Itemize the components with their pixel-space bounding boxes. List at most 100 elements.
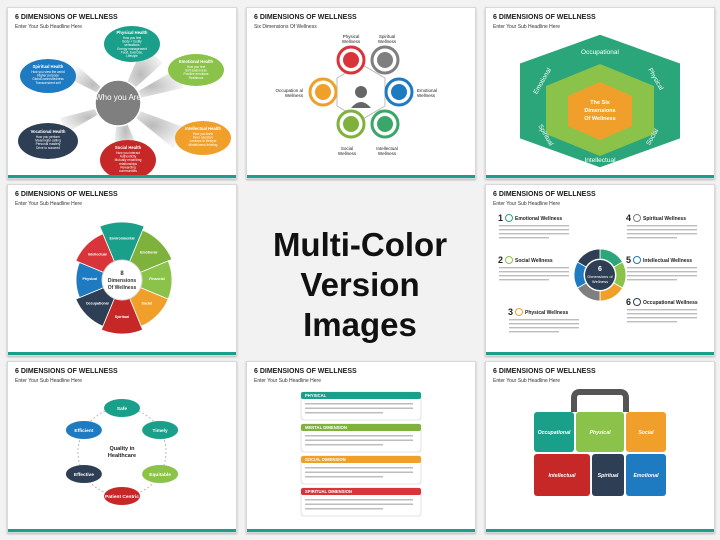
item-text-line: [499, 229, 569, 231]
item-text-line: [627, 233, 697, 235]
petal-line: communities: [119, 169, 137, 173]
petal-line: relationships: [119, 162, 137, 166]
hexagon-diagram: OccupationalPhysicalSocialIntellectualSp…: [520, 34, 680, 168]
wheel-segment: [100, 278, 144, 335]
wheel-segment-label: Emotional: [140, 250, 157, 254]
hex-center-line-3: Of Wellness: [584, 116, 615, 122]
slide-thumb-4[interactable]: 6 DIMENSIONS OF WELLNESS Enter Your Sub …: [7, 184, 237, 356]
item-text-line: [509, 327, 579, 329]
petal-line: How you view the world: [31, 70, 65, 74]
slide-sub-headline: Enter Your Sub Headline Here: [493, 201, 560, 207]
briefcase-cell: [576, 412, 624, 452]
slide-thumb-7[interactable]: 6 DIMENSIONS OF WELLNESS Enter Your Sub …: [246, 361, 476, 533]
briefcase-cell-label: Spiritual: [598, 473, 619, 479]
item-number: 1: [498, 213, 503, 223]
slide-thumb-2[interactable]: 6 DIMENSIONS OF WELLNESS Six Dimensions …: [246, 7, 476, 179]
wellness-node-label: Physical: [343, 34, 360, 39]
wellness-node-label: Wellness: [338, 151, 357, 156]
physical-health-petal: [104, 26, 160, 62]
vocational-health-petal: [18, 123, 78, 159]
slide-thumb-1[interactable]: 6 DIMENSIONS OF WELLNESS Enter Your Sub …: [7, 7, 237, 179]
wellness-node-icon: [315, 84, 331, 100]
slide-accent-bar: [247, 175, 475, 178]
slide-title: 6 DIMENSIONS OF WELLNESS: [493, 14, 596, 21]
petal-line: Food, Exercise,: [121, 50, 143, 54]
wellness-node-label: Social: [341, 146, 353, 151]
wellness-node-label: Occupation al: [275, 88, 303, 93]
petal-line: How you think: [193, 132, 213, 136]
slide-thumb-3[interactable]: 6 DIMENSIONS OF WELLNESS Enter Your Sub …: [485, 7, 715, 179]
item-icon: [515, 308, 523, 316]
slide-subtitle: Six Dimensions Of Wellness: [254, 24, 317, 30]
briefcase-cell: [592, 454, 624, 496]
dimension-card-header: [301, 488, 421, 495]
petal-title: Intellectual Health: [185, 126, 221, 131]
dimension-card-line: [305, 476, 383, 478]
wellness-node-icon: [343, 116, 359, 132]
item-text-line: [627, 321, 677, 323]
slide-thumb-6[interactable]: 6 DIMENSIONS OF WELLNESS Enter Your Sub …: [7, 361, 237, 533]
cycle-center-line-2: Healthcare: [108, 453, 136, 459]
item-icon: [505, 214, 513, 222]
banner-line-1: Multi-Color: [272, 226, 448, 263]
cycle-node: [142, 421, 179, 439]
dimension-card-line: [305, 435, 413, 437]
six-dimensions-ring: PhysicalWellnessSpiritualWellnessEmotion…: [275, 34, 437, 156]
slide-accent-bar: [486, 352, 714, 355]
petal-title: Social Health: [115, 145, 142, 150]
dimension-card-title: SOCIAL DIMENSION: [305, 457, 346, 462]
slide-thumb-8[interactable]: 6 DIMENSIONS OF WELLNESS Enter Your Sub …: [485, 361, 715, 533]
wheel-segment-label: Environmental: [110, 236, 135, 240]
item-icon: [633, 214, 641, 222]
slide-thumb-5[interactable]: 6 DIMENSIONS OF WELLNESS Enter Your Sub …: [485, 184, 715, 356]
petal-line: Global connectedness: [32, 77, 64, 81]
hex-center-line-2: Dimensions: [584, 108, 615, 114]
dimension-card-header: [301, 456, 421, 463]
item-number: 2: [498, 255, 503, 265]
person-icon: [355, 86, 367, 98]
wellness-node-icon: [377, 52, 393, 68]
wheel-segment-label: Intellectual: [88, 252, 107, 256]
ring-segment: [576, 248, 601, 268]
item-title: Spiritual Wellness: [643, 216, 686, 222]
item-text-line: [627, 237, 677, 239]
dimension-card-title: PHYSICAL: [305, 393, 327, 398]
hex-label: Occupational: [581, 49, 619, 56]
slide-title: 6 DIMENSIONS OF WELLNESS: [493, 191, 596, 198]
petal-line: Inner narrative: [193, 136, 214, 140]
item-number: 5: [626, 255, 631, 265]
slide-sub-headline: Enter Your Sub Headline Here: [493, 24, 560, 30]
wheel-segment-label: Physical: [83, 277, 98, 281]
cycle-node-label: Safe: [117, 406, 127, 412]
cycle-center-line-1: Quality in: [109, 446, 135, 452]
item-text-line: [499, 279, 549, 281]
petal-line: How you feel: [187, 65, 206, 69]
wellness-node-label: Wellness: [417, 93, 436, 98]
briefcase-cell-label: Emotional: [633, 473, 659, 479]
item-title: Intellectual Wellness: [643, 258, 692, 264]
item-text-line: [627, 309, 697, 311]
dimension-card-line: [305, 439, 413, 441]
item-title: Occupational Wellness: [643, 300, 698, 306]
intellectual-health-petal: [175, 121, 231, 155]
briefcase-cell-label: Physical: [589, 430, 611, 436]
slide-title: 6 DIMENSIONS OF WELLNESS: [493, 368, 596, 375]
petal-title: Vocational Health: [31, 129, 66, 134]
wheel-segment-label: Occupational: [86, 302, 109, 306]
petal-line: Higher purpose: [37, 74, 59, 78]
wellness-node-icon: [391, 84, 407, 100]
wellness-node-icon: [343, 52, 359, 68]
item-text-line: [627, 275, 697, 277]
wheel-segment-label: Spiritual: [115, 315, 129, 319]
item-icon: [633, 256, 641, 264]
item-text-line: [627, 229, 697, 231]
wellness-node-label: Intellectual: [376, 146, 398, 151]
item-text-line: [509, 331, 559, 333]
wellness-node-icon: [377, 116, 393, 132]
cycle-node: [65, 465, 102, 483]
petal-line: Drive to succeed: [36, 146, 60, 150]
dimension-card-line: [305, 508, 383, 510]
